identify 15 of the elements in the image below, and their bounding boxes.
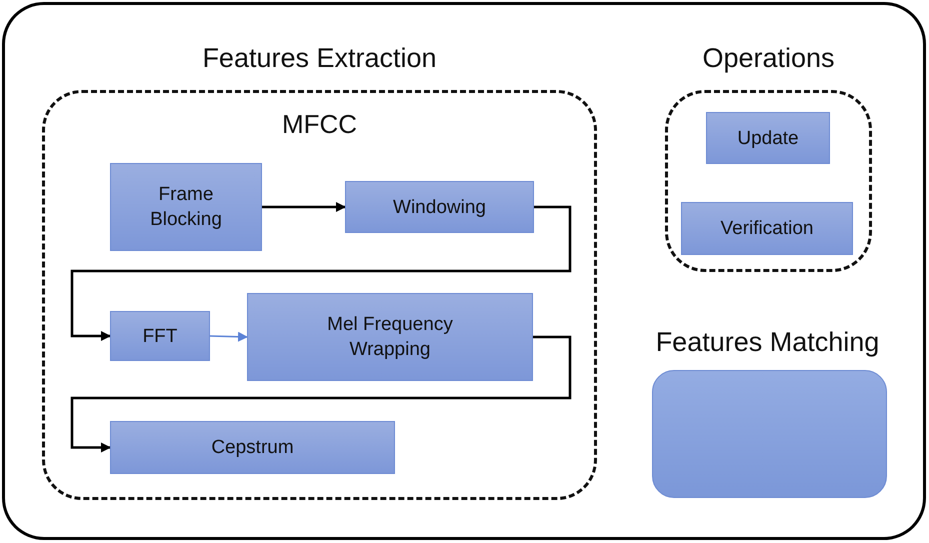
group-heading: Features Extraction	[201, 42, 438, 75]
process-box: Verification	[681, 202, 853, 255]
process-box: Windowing	[345, 181, 534, 233]
process-box: Cepstrum	[110, 421, 395, 474]
arrow	[70, 206, 572, 341]
process-box: Mel Frequency Wrapping	[247, 293, 533, 381]
arrow	[210, 332, 248, 342]
group-title: MFCC	[280, 108, 358, 141]
process-box: FFT	[110, 311, 210, 361]
process-box: Frame Blocking	[110, 163, 262, 251]
process-box: Update	[706, 112, 830, 164]
panel-heading: Features Matching	[654, 326, 880, 359]
group-heading: Operations	[701, 42, 836, 75]
arrow	[262, 202, 346, 212]
arrow	[70, 336, 572, 452]
